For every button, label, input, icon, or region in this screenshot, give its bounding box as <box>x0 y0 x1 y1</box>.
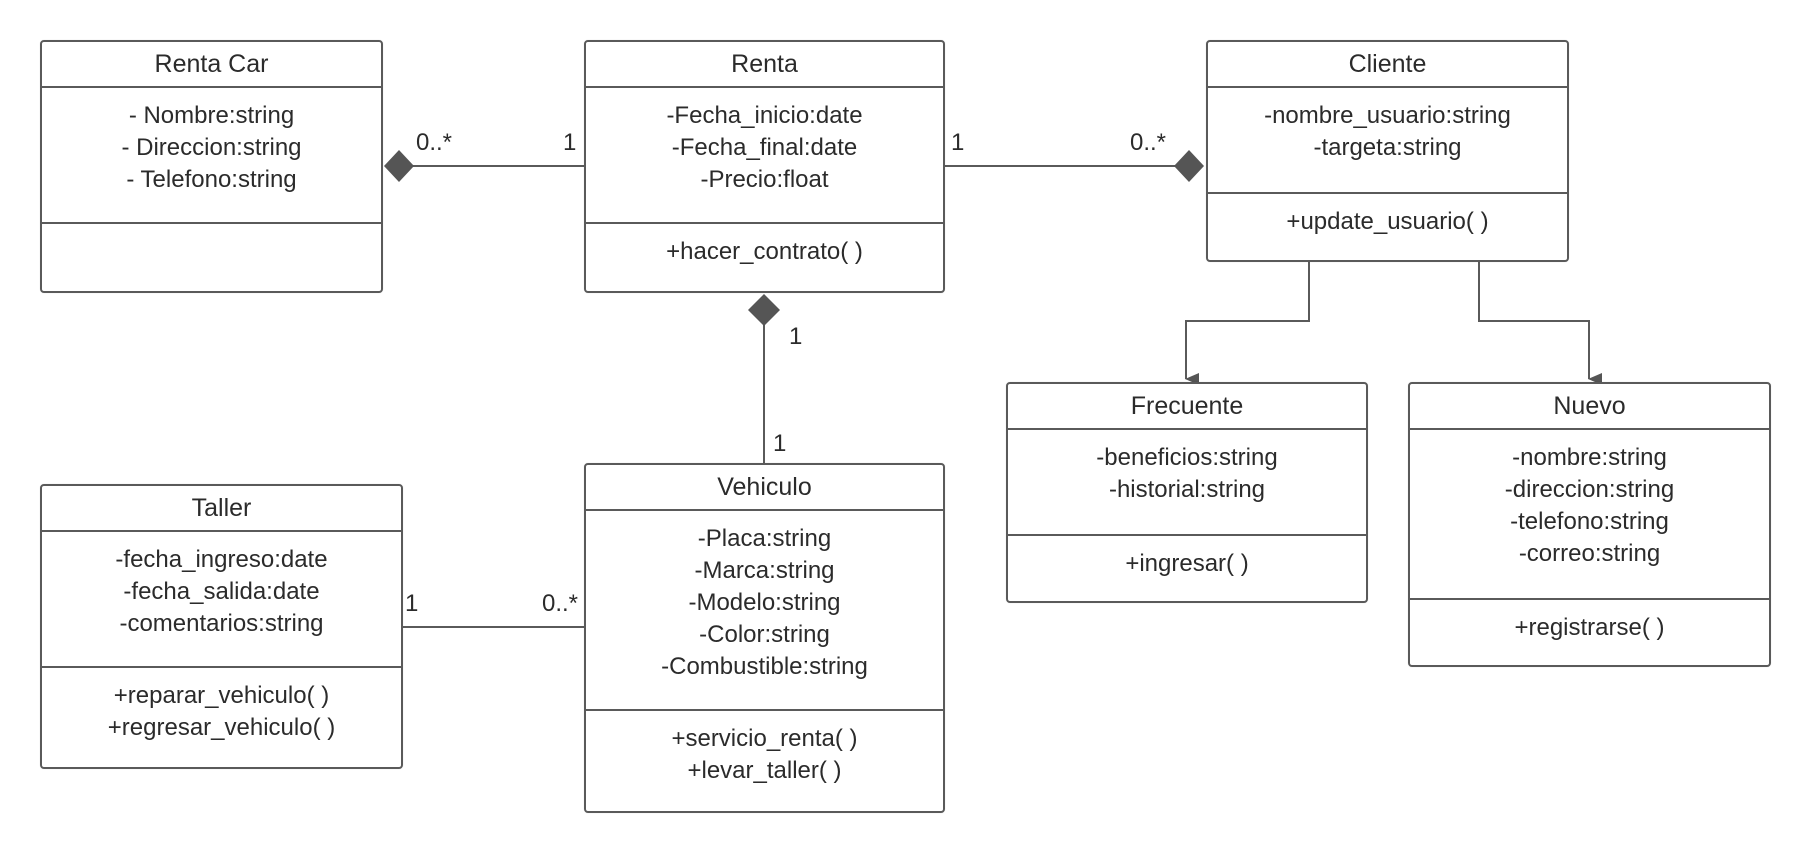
class-title: Frecuente <box>1008 384 1366 430</box>
multiplicity-taller: 1 <box>405 590 418 617</box>
method: +servicio_renta( ) <box>671 725 858 752</box>
inheritance-cliente-nuevo <box>1478 262 1602 385</box>
attribute: -telefono:string <box>1510 508 1669 535</box>
class-frecuente[interactable]: Frecuente -beneficios:string -historial:… <box>1006 382 1368 603</box>
attribute: -nombre:string <box>1512 444 1667 471</box>
method: +hacer_contrato( ) <box>666 238 863 265</box>
multiplicity-renta-left: 1 <box>563 129 576 156</box>
attribute: -Color:string <box>699 621 830 648</box>
methods-section <box>42 222 381 291</box>
attribute: -Combustible:string <box>661 653 868 680</box>
class-title: Vehiculo <box>586 465 943 511</box>
attribute: -beneficios:string <box>1096 444 1278 471</box>
class-title: Nuevo <box>1410 384 1769 430</box>
class-renta-car[interactable]: Renta Car - Nombre:string - Direccion:st… <box>40 40 383 293</box>
method: +ingresar( ) <box>1125 550 1249 577</box>
method: +reparar_vehiculo( ) <box>113 682 330 709</box>
attributes-section: -beneficios:string -historial:string <box>1008 430 1366 534</box>
method: +regresar_vehiculo( ) <box>107 714 336 741</box>
multiplicity-rentacar: 0..* <box>416 129 452 156</box>
multiplicity-renta-bottom: 1 <box>789 323 802 350</box>
attribute: -correo:string <box>1518 540 1661 567</box>
attributes-section: -Fecha_inicio:date -Fecha_final:date -Pr… <box>586 88 943 222</box>
class-nuevo[interactable]: Nuevo -nombre:string -direccion:string -… <box>1408 382 1771 667</box>
attribute: -direccion:string <box>1504 476 1675 503</box>
attribute: -Placa:string <box>697 525 832 552</box>
attribute: -comentarios:string <box>119 610 324 637</box>
class-title: Taller <box>42 486 401 532</box>
class-taller[interactable]: Taller -fecha_ingreso:date -fecha_salida… <box>40 484 403 769</box>
attributes-section: -fecha_ingreso:date -fecha_salida:date -… <box>42 532 401 666</box>
attribute: -Precio:float <box>700 166 829 193</box>
class-vehiculo[interactable]: Vehiculo -Placa:string -Marca:string -Mo… <box>584 463 945 813</box>
attribute: -fecha_ingreso:date <box>115 546 328 573</box>
attributes-section: -nombre:string -direccion:string -telefo… <box>1410 430 1769 598</box>
methods-section: +servicio_renta( ) +levar_taller( ) <box>586 709 943 811</box>
attribute: - Nombre:string <box>128 102 295 129</box>
multiplicity-cliente: 0..* <box>1130 129 1166 156</box>
attribute: -Marca:string <box>694 557 835 584</box>
attribute: -targeta:string <box>1313 134 1462 161</box>
class-cliente[interactable]: Cliente -nombre_usuario:string -targeta:… <box>1206 40 1569 262</box>
multiplicity-vehiculo-top: 1 <box>773 430 786 457</box>
class-title: Cliente <box>1208 42 1567 88</box>
method: +levar_taller( ) <box>687 757 842 784</box>
class-title: Renta Car <box>42 42 381 88</box>
attribute: - Direccion:string <box>121 134 302 161</box>
method: +update_usuario( ) <box>1286 208 1489 235</box>
methods-section: +hacer_contrato( ) <box>586 222 943 291</box>
method: +registrarse( ) <box>1514 614 1665 641</box>
methods-section: +update_usuario( ) <box>1208 192 1567 260</box>
attributes-section: -nombre_usuario:string -targeta:string <box>1208 88 1567 192</box>
attribute: -fecha_salida:date <box>123 578 320 605</box>
attributes-section: - Nombre:string - Direccion:string - Tel… <box>42 88 381 222</box>
attribute: - Telefono:string <box>126 166 297 193</box>
methods-section: +reparar_vehiculo( ) +regresar_vehiculo(… <box>42 666 401 767</box>
class-title: Renta <box>586 42 943 88</box>
multiplicity-vehiculo-left: 0..* <box>542 590 578 617</box>
composition-diamond-cliente <box>1174 150 1204 182</box>
methods-section: +registrarse( ) <box>1410 598 1769 665</box>
attributes-section: -Placa:string -Marca:string -Modelo:stri… <box>586 511 943 709</box>
attribute: -Fecha_inicio:date <box>666 102 863 129</box>
attribute: -Fecha_final:date <box>671 134 858 161</box>
attribute: -historial:string <box>1108 476 1266 503</box>
composition-diamond-vehiculo <box>748 294 780 326</box>
composition-diamond-rentacar <box>384 150 414 182</box>
attribute: -nombre_usuario:string <box>1264 102 1511 129</box>
multiplicity-renta-right: 1 <box>951 129 964 156</box>
methods-section: +ingresar( ) <box>1008 534 1366 601</box>
class-renta[interactable]: Renta -Fecha_inicio:date -Fecha_final:da… <box>584 40 945 293</box>
inheritance-cliente-frecuente <box>1185 262 1310 385</box>
attribute: -Modelo:string <box>688 589 841 616</box>
